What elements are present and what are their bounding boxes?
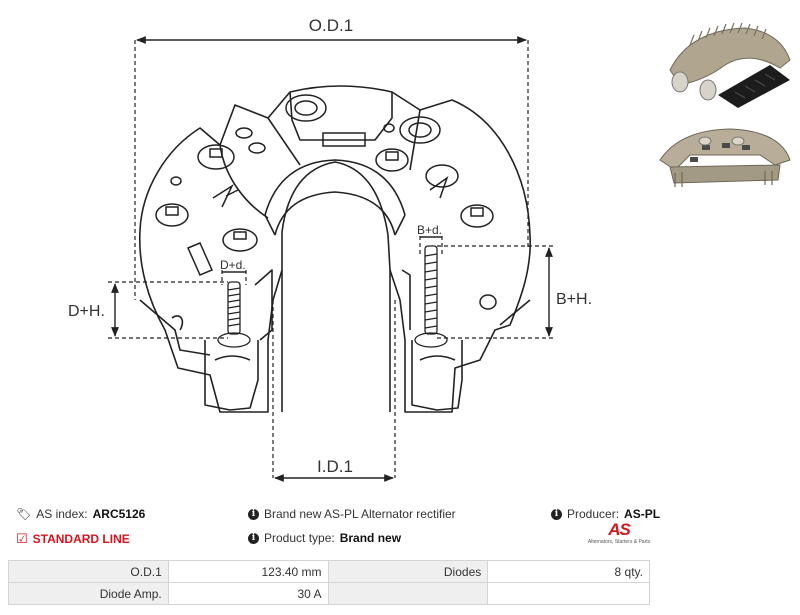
diode-terminals [155,94,497,310]
as-index-value: ARC5126 [92,507,146,521]
info-icon: i [248,508,259,520]
product-photo-top[interactable] [650,10,800,110]
checkbox-checked-icon: ☑ [16,531,28,546]
tag-icon: 🏷︎ [16,507,32,521]
as-index: 🏷︎ AS index: ARC5126 [16,507,145,521]
producer-value: AS-PL [624,507,661,521]
od-label: O.D.1 [309,16,353,35]
info-icon: i [248,532,259,544]
producer: i Producer: AS-PL [551,507,660,521]
dd-label: D+d. [220,258,246,272]
spec-value: 8 qty. [487,560,650,583]
product-type-value: Brand new [339,531,402,545]
bd-label: B+d. [417,223,442,237]
product-photo-bottom[interactable] [650,115,800,195]
logo-tagline: Alternators, Starters & Parts [587,539,651,545]
rectifier-outline [138,85,531,413]
description-text: Brand new AS-PL Alternator rectifier [264,507,456,521]
spec-value [487,582,650,605]
product-type-label: Product type: [264,531,335,545]
as-pl-logo[interactable]: AS Alternators, Starters & Parts [584,521,654,553]
producer-label: Producer: [567,507,620,521]
logo-mark: AS [608,520,631,539]
as-index-label: AS index: [36,507,88,521]
table-row: O.D.1 123.40 mm Diodes 8 qty. [8,560,650,583]
product-line: ☑ STANDARD LINE [16,531,130,547]
table-row: Diode Amp. 30 A [8,582,650,605]
info-icon: i [551,508,562,520]
spec-key [327,582,489,605]
dimension-lines [111,36,553,482]
dh-label: D+H. [68,303,105,320]
bolts [217,245,448,348]
rectifier-technical-drawing: O.D.1 I.D.1 D+H. B+H. D+d. B+d. [68,16,592,482]
id-label: I.D.1 [317,457,353,476]
spec-key: O.D.1 [8,560,169,583]
product-line-label: STANDARD LINE [32,532,130,546]
product-type: i Product type: Brand new [248,531,401,545]
bh-label: B+H. [556,291,592,308]
product-description: i Brand new AS-PL Alternator rectifier [248,507,456,521]
extension-lines [108,40,555,478]
spec-value: 30 A [167,582,329,605]
spec-value: 123.40 mm [167,560,329,583]
spec-table: O.D.1 123.40 mm Diodes 8 qty. Diode Amp.… [8,560,650,605]
spec-key: Diodes [327,560,489,583]
spec-key: Diode Amp. [8,582,169,605]
